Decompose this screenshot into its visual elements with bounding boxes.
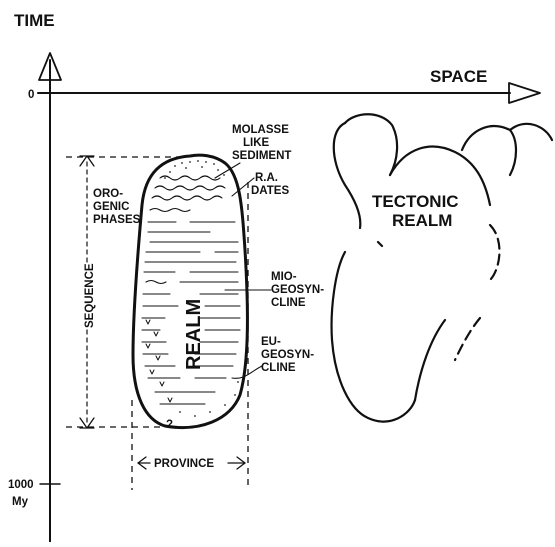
time-axis: TIME bbox=[14, 11, 61, 542]
eugeosyncline-label-1: EU- bbox=[261, 336, 281, 348]
space-axis-arrowhead bbox=[509, 83, 540, 103]
space-axis: SPACE 0 bbox=[28, 67, 540, 103]
eugeosyncline-label-3: CLINE bbox=[261, 362, 296, 374]
realm-shape: REALM ? bbox=[133, 155, 247, 431]
eugeosyncline-label-2: GEOSYN- bbox=[261, 349, 314, 361]
realm-base-question: ? bbox=[166, 419, 173, 431]
time-tick-1000-unit: My bbox=[12, 496, 29, 508]
miogeosyncline-label-3: CLINE bbox=[271, 297, 306, 309]
time-tick-1000: 1000 My bbox=[8, 479, 60, 508]
molasse-label-1: MOLASSE bbox=[232, 124, 289, 136]
realm-label: REALM bbox=[183, 299, 205, 370]
miogeosyncline-label-2: GEOSYN- bbox=[271, 284, 324, 296]
tectonic-realm-shape bbox=[332, 114, 552, 421]
molasse-stipple bbox=[164, 160, 225, 179]
miogeosyncline-label-1: MIO- bbox=[271, 271, 297, 283]
ra-dates-label-2: DATES bbox=[251, 185, 289, 197]
molasse-label-3: SEDIMENT bbox=[232, 150, 291, 162]
molasse-label-2: LIKE bbox=[243, 137, 270, 149]
orogenic-label-2: GENIC bbox=[93, 201, 129, 213]
orogenic-label-3: PHASES bbox=[93, 214, 141, 226]
sequence-label: SEQUENCE bbox=[84, 263, 96, 328]
province-bracket: PROVINCE bbox=[138, 457, 245, 470]
tectonic-realm-label-1: TECTONIC bbox=[372, 192, 459, 211]
time-axis-title: TIME bbox=[14, 11, 55, 30]
province-label: PROVINCE bbox=[154, 458, 214, 470]
space-axis-title: SPACE bbox=[430, 67, 487, 86]
time-tick-zero-label: 0 bbox=[28, 89, 34, 101]
time-tick-1000-value: 1000 bbox=[8, 479, 34, 491]
orogenic-label-1: ORO- bbox=[93, 188, 123, 200]
volcanic-marks bbox=[146, 320, 172, 402]
tectonic-realm-label-2: REALM bbox=[392, 211, 452, 230]
ra-dates-label-1: R.A. bbox=[255, 172, 278, 184]
